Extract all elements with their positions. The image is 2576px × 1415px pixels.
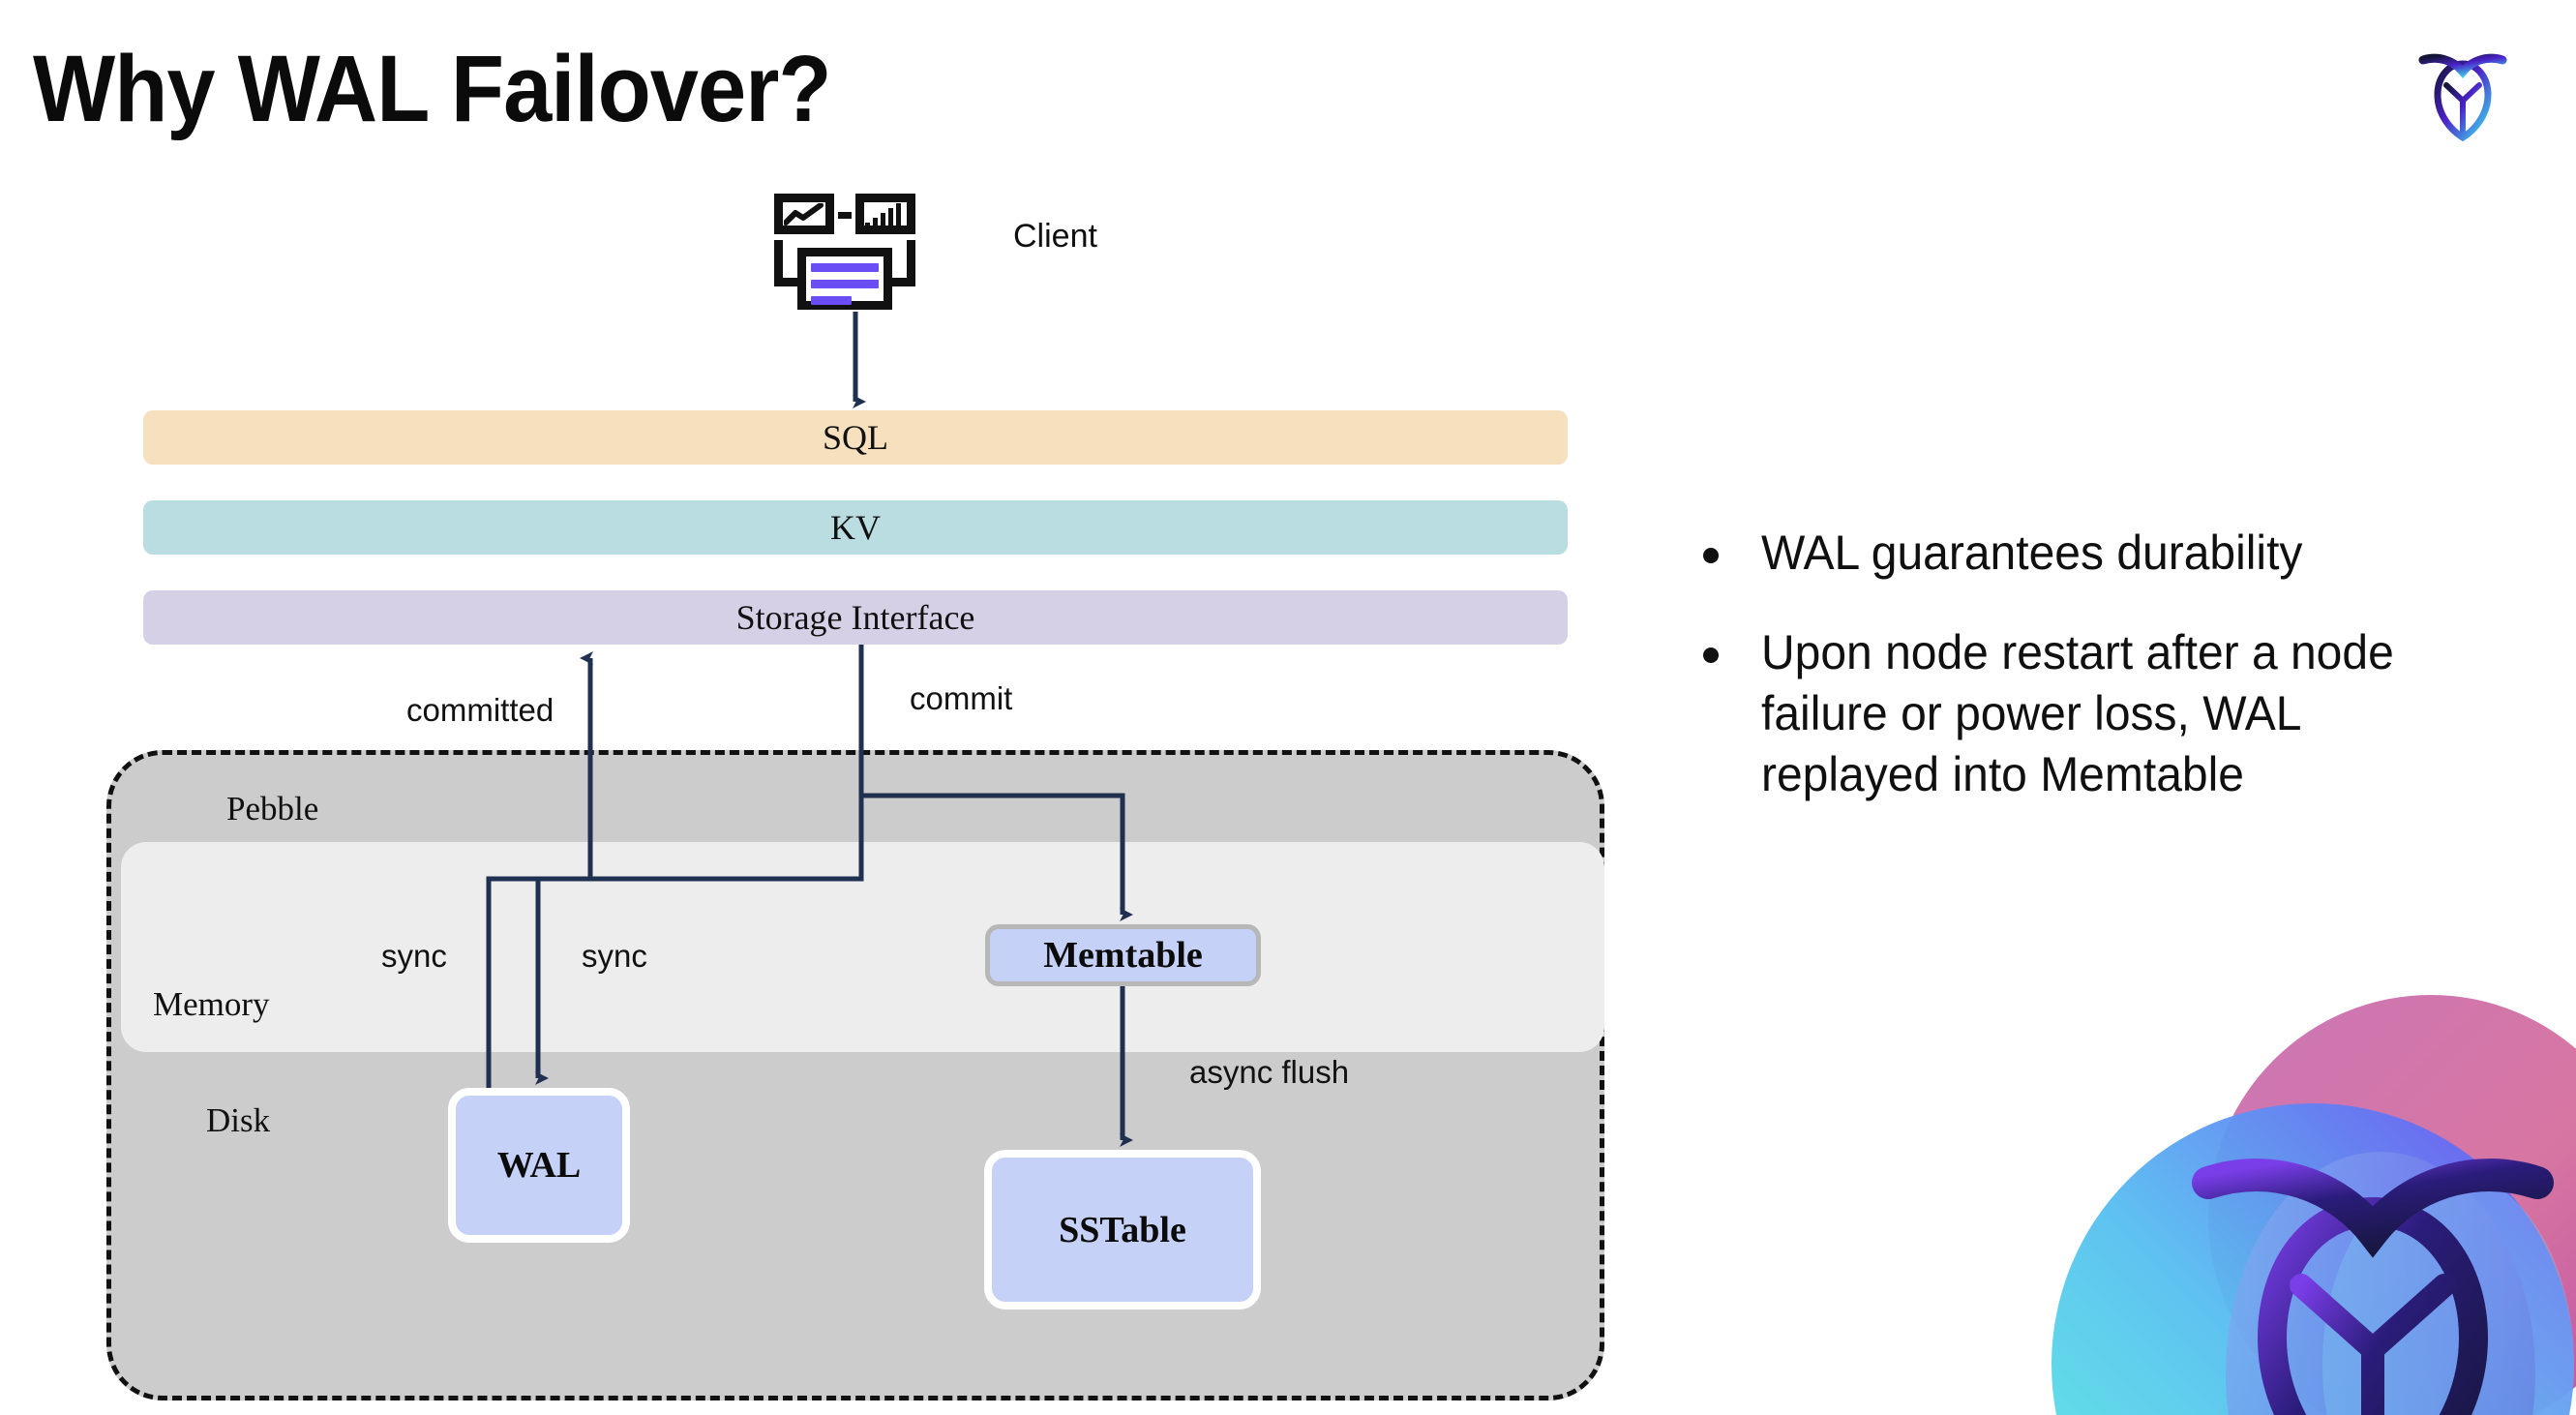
bullet-list: WAL guarantees durability Upon node rest… (1703, 523, 2506, 844)
decorative-artwork (1993, 958, 2576, 1415)
node-sstable: SSTable (984, 1150, 1261, 1310)
list-item: Upon node restart after a node failure o… (1703, 622, 2506, 805)
pebble-label: Pebble (226, 790, 319, 828)
bullet-dot-icon (1703, 647, 1719, 663)
layer-label-storage: Storage Interface (735, 598, 975, 637)
bullet-dot-icon (1703, 548, 1719, 563)
architecture-diagram: Client SQL KV Storage Interface Pebble M… (106, 194, 1604, 1400)
bullet-text: WAL guarantees durability (1761, 526, 2303, 580)
layer-label-sql: SQL (822, 418, 888, 457)
page-title: Why WAL Failover? (33, 36, 832, 141)
cockroach-logo (2410, 37, 2516, 143)
edge-label-sync-right: sync (582, 938, 647, 974)
node-wal: WAL (448, 1088, 630, 1243)
bullet-text: Upon node restart after a node failure o… (1761, 625, 2394, 801)
edge-label-committed: committed (406, 692, 554, 728)
layer-label-kv: KV (830, 508, 881, 547)
edge-label-sync-left: sync (381, 938, 447, 974)
list-item: WAL guarantees durability (1703, 523, 2506, 584)
layer-bar-sql: SQL (143, 410, 1568, 465)
client-label: Client (1013, 218, 1097, 255)
layer-bar-storage: Storage Interface (143, 590, 1568, 645)
diagram-connectors (486, 312, 1133, 1147)
disk-label: Disk (206, 1101, 271, 1139)
node-label-memtable: Memtable (1043, 935, 1203, 976)
edge-label-commit: commit (910, 680, 1013, 716)
node-memtable: Memtable (985, 924, 1261, 986)
edge-label-async-flush: async flush (1189, 1054, 1350, 1090)
node-label-wal: WAL (496, 1145, 582, 1186)
memory-label: Memory (153, 985, 270, 1023)
node-label-sstable: SSTable (1059, 1209, 1186, 1250)
client-devices-icon (774, 194, 934, 310)
layer-bar-kv: KV (143, 500, 1568, 555)
